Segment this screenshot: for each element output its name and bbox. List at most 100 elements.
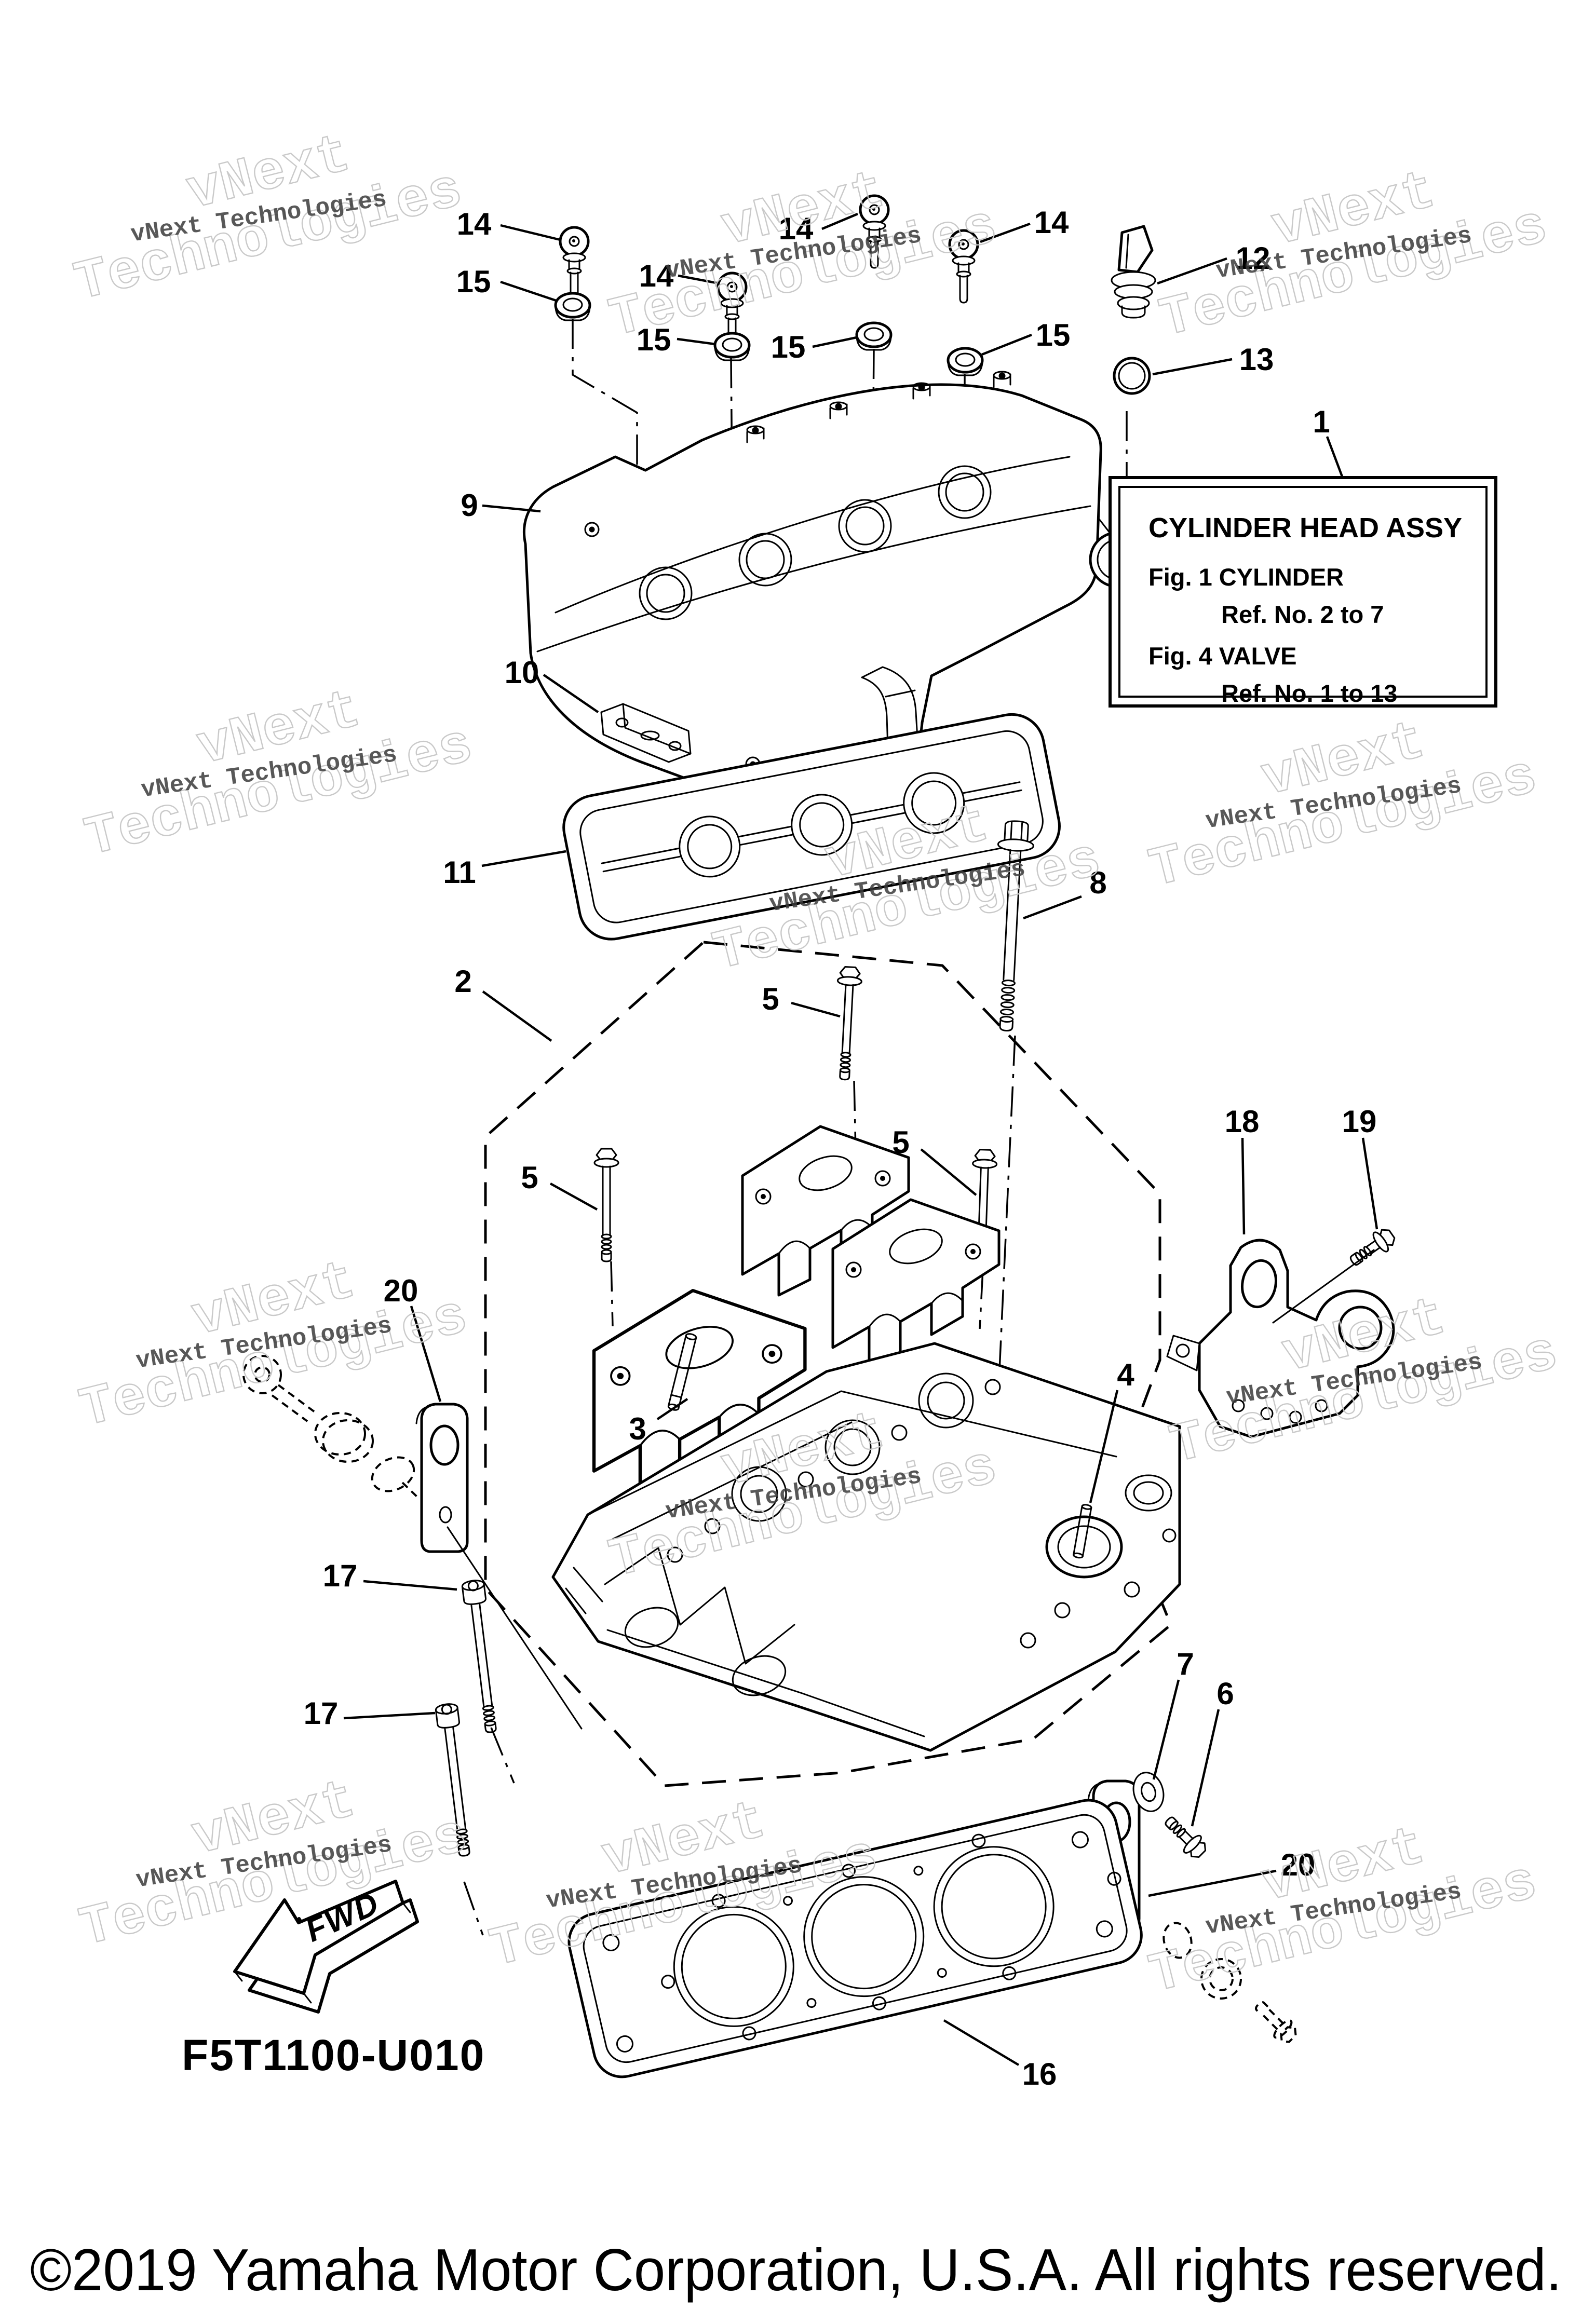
callout-leader-17 (343, 1711, 436, 1720)
callout-label-14: 14 (457, 207, 492, 241)
drawing-layer (242, 196, 1399, 2078)
callout-label-9: 9 (461, 488, 478, 523)
callout-label-20: 20 (384, 1273, 418, 1308)
callout-label-20: 20 (1281, 1847, 1316, 1882)
callout-leader-1 (1326, 436, 1344, 477)
callout-leader-13 (1152, 358, 1233, 376)
callout-leader-6 (1191, 1709, 1220, 1827)
callout-leader-19 (1361, 1137, 1378, 1230)
head-bolt-drawing (997, 820, 1034, 1032)
callout-leader-17 (363, 1580, 457, 1591)
copyright-text: ©2019 Yamaha Motor Corporation, U.S.A. A… (30, 2237, 1562, 2303)
cap-bolt-5-c (593, 1148, 619, 1262)
callout-label-8: 8 (1089, 865, 1106, 900)
callout-label-15: 15 (771, 330, 806, 364)
callout-leader-14 (821, 212, 858, 230)
cover-bracket-drawing (600, 703, 692, 763)
washer-7-drawing (1132, 1772, 1165, 1812)
callout-label-15: 15 (456, 264, 491, 299)
oil-filler-cap-drawing (1111, 225, 1156, 319)
callout-leader-11 (481, 850, 566, 867)
bolt-17-a (461, 1578, 503, 1734)
bolt-19-pointer (1272, 1249, 1375, 1324)
dowel-pin-drawing (1073, 1504, 1092, 1559)
callout-leader-5 (791, 1001, 841, 1018)
callout-label-17: 17 (304, 1696, 339, 1731)
callout-label-19: 19 (1342, 1104, 1377, 1139)
callout-label-13: 13 (1239, 342, 1274, 377)
info-box-fig1: Fig. 1 CYLINDER (1148, 563, 1344, 591)
callout-leader-3 (656, 1398, 688, 1420)
callout-leader-16 (943, 2019, 1020, 2066)
callout-leader-18 (1241, 1137, 1246, 1235)
callout-leader-20 (410, 1306, 442, 1402)
callout-leader-4 (1089, 1390, 1119, 1503)
callout-leader-8 (1023, 895, 1082, 920)
diagram-code: F5T1100-U010 (182, 2031, 485, 2080)
callout-label-7: 7 (1177, 1647, 1194, 1681)
callout-label-2: 2 (454, 964, 471, 999)
bolt-6-drawing (1159, 1811, 1211, 1863)
callout-label-16: 16 (1022, 2057, 1057, 2091)
callout-leader-14 (678, 274, 720, 285)
grommet-15-d (948, 348, 982, 375)
callout-label-10: 10 (505, 655, 539, 690)
grommet-15-c (857, 323, 891, 350)
callout-label-5: 5 (521, 1160, 538, 1195)
head-gasket-drawing (567, 1799, 1143, 2078)
info-box-fig2: Fig. 4 VALVE (1148, 642, 1297, 670)
callout-leader-10 (543, 674, 599, 713)
callout-label-15: 15 (637, 322, 671, 357)
callout-label-17: 17 (323, 1558, 358, 1593)
callout-label-4: 4 (1117, 1357, 1134, 1392)
fwd-arrow: FWD (233, 1880, 419, 2014)
cap-bolt-5-a (831, 966, 863, 1081)
info-box: CYLINDER HEAD ASSY Fig. 1 CYLINDER Ref. … (1109, 476, 1497, 708)
bracket-18-drawing (1166, 1239, 1395, 1438)
callout-label-5: 5 (892, 1125, 909, 1160)
info-box-ref2: Ref. No. 1 to 13 (1221, 679, 1398, 707)
bolt-14-a (560, 227, 588, 300)
callout-label-14: 14 (779, 211, 814, 246)
o-ring-drawing (1113, 357, 1151, 395)
callout-leader-12 (1157, 257, 1227, 285)
info-box-ref1: Ref. No. 2 to 7 (1221, 601, 1384, 628)
callout-leader-2 (482, 990, 552, 1042)
grommet-15-b (715, 333, 749, 360)
cover-gasket-drawing (562, 713, 1061, 941)
callout-label-3: 3 (629, 1411, 646, 1446)
hanger-plate-20-left (416, 1404, 467, 1552)
callout-leader-14 (500, 224, 561, 241)
callout-leader-15 (981, 333, 1032, 356)
callout-label-14: 14 (639, 259, 674, 293)
callout-label-1: 1 (1313, 404, 1330, 439)
valve-guide-drawing (667, 1333, 697, 1411)
callout-leader-14 (980, 222, 1031, 243)
callout-leader-15 (677, 337, 716, 346)
callout-label-18: 18 (1225, 1104, 1260, 1139)
callout-leader-5 (549, 1183, 598, 1211)
callout-label-12: 12 (1236, 241, 1270, 276)
callout-leader-15 (500, 280, 557, 302)
callout-leader-7 (1152, 1679, 1180, 1780)
callout-label-14: 14 (1034, 205, 1069, 240)
cylinder-head-drawing (551, 1342, 1181, 1752)
callout-label-15: 15 (1036, 318, 1071, 352)
callout-label-5: 5 (762, 982, 779, 1016)
assembly-boundary (484, 941, 1173, 1787)
callout-leader-20 (1148, 1869, 1277, 1897)
ghost-valve-assembly (242, 1355, 420, 1499)
callout-leader-9 (482, 504, 541, 513)
callout-label-6: 6 (1216, 1676, 1234, 1711)
